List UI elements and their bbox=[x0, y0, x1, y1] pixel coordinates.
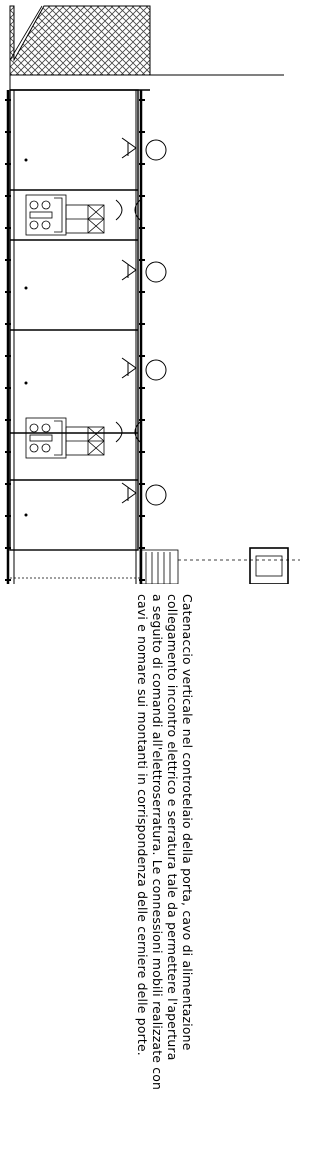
bottom-structures bbox=[10, 547, 300, 584]
note-line-4: cavi e nomare sui montanti in corrispond… bbox=[135, 594, 150, 1056]
service-block-2 bbox=[25, 417, 105, 459]
hatched-courtyard bbox=[9, 5, 151, 76]
outer-walls bbox=[6, 75, 150, 584]
door-leaf bbox=[121, 259, 137, 281]
door-swing-arc bbox=[145, 139, 167, 161]
door-leaf bbox=[121, 137, 137, 159]
door-swing-arc bbox=[145, 484, 167, 506]
floor-plan-drawing bbox=[5, 5, 300, 584]
note-line-3: a seguito di comandi all'elettroserratur… bbox=[150, 594, 165, 1091]
service-block-1 bbox=[25, 194, 105, 236]
door-leaf bbox=[121, 357, 137, 379]
room-marks bbox=[24, 158, 28, 517]
door-swing-arc bbox=[145, 261, 167, 283]
door-leaf bbox=[121, 482, 137, 504]
construction-note: Catenaccio verticale nel controtelaio de… bbox=[100, 584, 196, 1168]
note-line-1: Catenaccio verticale nel controtelaio de… bbox=[180, 594, 195, 1051]
door-swing-arc bbox=[145, 359, 167, 381]
double-door-leaf bbox=[115, 199, 141, 221]
wall-column-ticks bbox=[5, 99, 145, 581]
courtyard-slope bbox=[9, 5, 43, 61]
courtyard-edge bbox=[149, 6, 284, 76]
note-line-2: collegamento incontro elettrico e serrat… bbox=[165, 594, 180, 1061]
door-swings bbox=[115, 137, 167, 506]
floor-plan bbox=[5, 5, 300, 584]
double-door-leaf bbox=[115, 421, 141, 443]
room-dividers bbox=[10, 189, 138, 481]
